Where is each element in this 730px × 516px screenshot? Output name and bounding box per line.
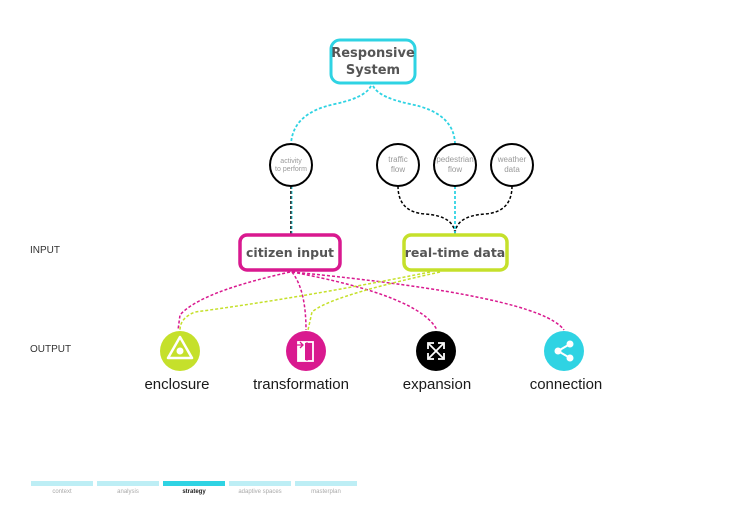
- nav-bar: [163, 481, 225, 486]
- connector-citizen-to-expansion: [291, 271, 438, 331]
- nav-label: analysis: [117, 489, 139, 495]
- connector-traffic-to-realtime: [397, 185, 456, 236]
- nav-item-masterplan[interactable]: masterplan: [295, 481, 357, 495]
- realtime-data-box: [402, 233, 509, 272]
- triangle-in-circle-icon: [166, 335, 194, 360]
- source-pedestrian-line1: pedestrian: [436, 155, 473, 164]
- share-icon: [554, 340, 574, 362]
- source-node-activity: activity to perform: [269, 143, 313, 187]
- transform-icon: [296, 341, 314, 362]
- responsive-system-box: [329, 38, 417, 85]
- source-pedestrian-line2: flow: [448, 165, 462, 174]
- source-traffic-line2: flow: [391, 165, 405, 174]
- output-label-transformation: transformation: [253, 376, 349, 393]
- citizen-input-box: [238, 233, 342, 272]
- source-node-pedestrian: pedestrian flow: [433, 143, 477, 187]
- responsive-system-line1: Responsive: [331, 46, 415, 61]
- nav-bar: [31, 481, 93, 486]
- nav-label: context: [52, 489, 72, 495]
- realtime-data-label: real-time data: [405, 245, 505, 260]
- nav-label: adaptive spaces: [238, 489, 282, 495]
- source-node-weather: weather data: [490, 143, 534, 187]
- output-label-expansion: expansion: [402, 376, 472, 393]
- nav-label: strategy: [182, 489, 206, 495]
- nav-item-context[interactable]: context: [31, 481, 93, 495]
- connector-realtime-to-transformation: [307, 271, 441, 331]
- output-node-transformation: [286, 331, 326, 371]
- output-row-label: OUTPUT: [30, 344, 72, 355]
- output-node-expansion: [416, 331, 456, 371]
- connector-realtime-to-enclosure: [179, 271, 431, 331]
- source-activity-line1: activity: [280, 158, 302, 165]
- connector-citizen-to-transformation: [291, 271, 307, 331]
- nav-label: masterplan: [311, 489, 341, 495]
- output-label-enclosure: enclosure: [144, 376, 210, 393]
- output-node-connection: [544, 331, 584, 371]
- connector-weather-to-realtime: [454, 185, 513, 236]
- connector-top-to-pedestrian: [371, 80, 456, 146]
- nav-item-adaptive-spaces[interactable]: adaptive spaces: [229, 481, 291, 495]
- expand-arrows-icon: [427, 342, 445, 360]
- nav-item-analysis[interactable]: analysis: [97, 481, 159, 495]
- output-node-enclosure: [160, 331, 200, 371]
- citizen-input-label: citizen input: [246, 245, 334, 260]
- input-row-label: INPUT: [30, 245, 60, 256]
- connector-top-to-activity: [290, 80, 373, 146]
- nav-bar: [229, 481, 291, 486]
- nav-item-strategy[interactable]: strategy: [163, 481, 225, 495]
- source-traffic-line1: traffic: [388, 155, 407, 164]
- source-node-traffic: traffic flow: [376, 143, 420, 187]
- connector-citizen-to-enclosure: [177, 271, 291, 331]
- source-activity-line2: to perform: [275, 166, 307, 173]
- nav-bar: [295, 481, 357, 486]
- nav-bar: [97, 481, 159, 486]
- source-weather-line1: weather: [497, 155, 527, 164]
- connector-citizen-to-connection: [291, 271, 565, 331]
- responsive-system-line2: System: [346, 63, 400, 78]
- output-label-connection: connection: [529, 376, 603, 393]
- source-weather-line2: data: [504, 165, 520, 174]
